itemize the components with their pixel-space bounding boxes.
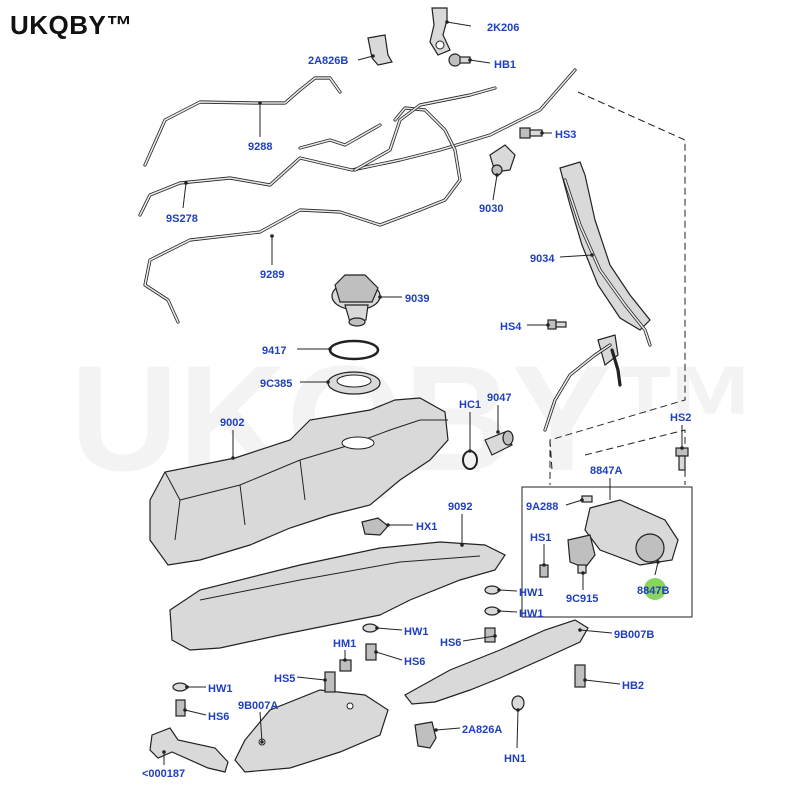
washer-hw1-a (484, 585, 500, 595)
fuel-line-9288 (143, 76, 382, 167)
fuel-tank-9002 (149, 397, 449, 566)
label-9092: 9092 (448, 501, 472, 513)
label-9c915: 9C915 (566, 593, 598, 605)
bolt-hs5 (324, 671, 336, 693)
label-9047: 9047 (487, 392, 511, 404)
label-9b007a: 9B007A (238, 700, 278, 712)
label-hw1-b: HW1 (519, 608, 543, 620)
leader-lines (162, 20, 684, 765)
label-9030: 9030 (479, 203, 503, 215)
label-hs3: HS3 (555, 129, 576, 141)
washer-hw1-c (362, 623, 378, 633)
assembly-dashed-outline (549, 91, 686, 485)
label-2k206: 2K206 (487, 22, 519, 34)
filler-neck-9034 (543, 161, 652, 432)
label-hw1-c: HW1 (404, 626, 428, 638)
label-hb1: HB1 (494, 59, 516, 71)
bolt-hs6-a (484, 627, 496, 643)
label-hm1: HM1 (333, 638, 356, 650)
label-hx1: HX1 (416, 521, 437, 533)
label-hs5: HS5 (274, 673, 295, 685)
bracket-hx1 (361, 517, 389, 536)
fuel-line-upper (353, 86, 497, 172)
shield-9b007a (234, 689, 389, 773)
bracket-2k206 (429, 7, 451, 56)
label-hs6-b: HS6 (404, 656, 425, 668)
bolt-hs3 (519, 127, 543, 139)
label-2a826a: 2A826A (462, 724, 502, 736)
washer-hw1-b (484, 606, 500, 616)
nut-hn1 (511, 695, 525, 711)
label-8847a: 8847A (590, 465, 622, 477)
washer-hw1-d (172, 682, 188, 692)
label-9289: 9289 (260, 269, 284, 281)
bolt-hb1 (448, 53, 471, 67)
heat-shield-9092 (169, 541, 506, 651)
label-9b007b: 9B007B (614, 629, 654, 641)
bracket-2a826b (367, 34, 393, 66)
fuel-line-9s278 (138, 68, 577, 217)
bolt-hs4 (547, 319, 567, 330)
label-000187: <000187 (142, 768, 185, 780)
label-hs4: HS4 (500, 321, 522, 333)
part-labels: 2K206 2A826B HB1 9288 HS3 9S278 9030 928… (142, 22, 691, 780)
label-9417: 9417 (262, 345, 286, 357)
label-9s278: 9S278 (166, 213, 198, 225)
label-hw1-a: HW1 (519, 587, 543, 599)
label-9002: 9002 (220, 417, 244, 429)
label-hs6-c: HS6 (208, 711, 229, 723)
label-9039: 9039 (405, 293, 429, 305)
clip-2a826a (414, 721, 437, 749)
valve-9c915 (567, 534, 596, 574)
label-hs1: HS1 (530, 532, 551, 544)
bolt-hb2 (574, 664, 586, 688)
label-9288: 9288 (248, 141, 272, 153)
label-hb2: HB2 (622, 680, 644, 692)
label-hs6-a: HS6 (440, 637, 461, 649)
label-9a288: 9A288 (526, 501, 558, 513)
label-hw1-d: HW1 (208, 683, 232, 695)
label-9c385: 9C385 (260, 378, 292, 390)
filler-cap-9030 (489, 144, 516, 176)
label-8847b: 8847B (637, 585, 669, 597)
bracket-000187 (149, 727, 229, 773)
shield-9b007b (404, 619, 589, 705)
canister-group-box (521, 486, 693, 618)
hose-9047 (484, 430, 514, 456)
highlight-dot (644, 578, 666, 600)
fuel-pump-9039 (331, 274, 381, 327)
canister-8847b (581, 495, 679, 566)
fuel-line-9289 (143, 106, 462, 324)
lock-ring-9c385 (327, 371, 381, 395)
label-hn1: HN1 (504, 753, 526, 765)
label-9034: 9034 (530, 253, 555, 265)
label-hs2: HS2 (670, 412, 691, 424)
label-2a826b: 2A826B (308, 55, 348, 67)
brand-logo-text: UKQBY™ (10, 10, 133, 40)
bolt-hs6-c (175, 699, 186, 717)
label-hc1: HC1 (459, 399, 481, 411)
